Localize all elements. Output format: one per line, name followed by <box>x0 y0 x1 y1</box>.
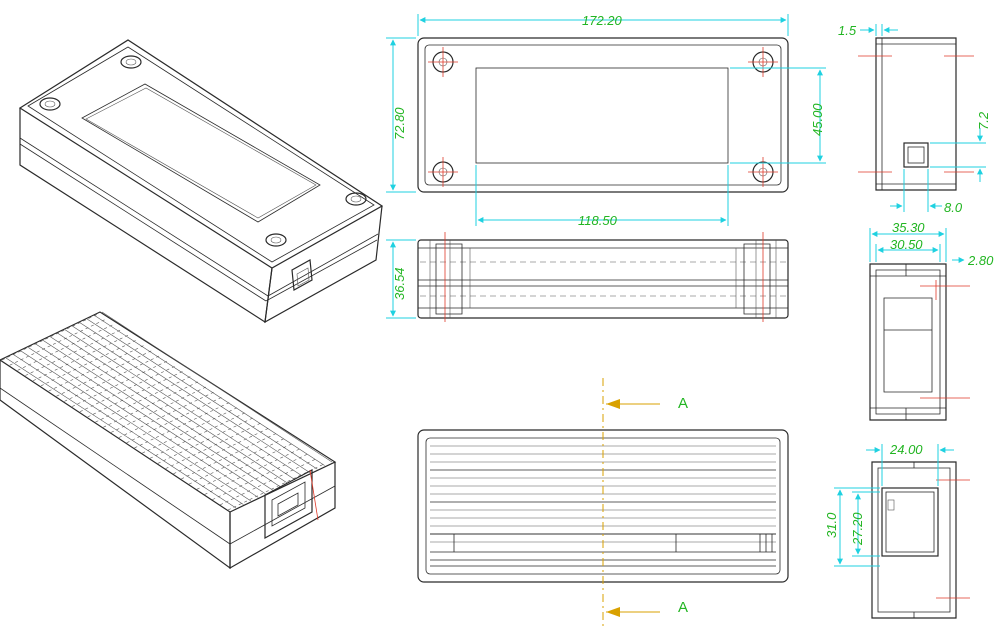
section-line-a: A A <box>602 378 688 628</box>
dim-port-end-width: 24.00 <box>889 442 923 457</box>
dim-end-wall: 2.80 <box>967 253 994 268</box>
section-label-top: A <box>678 395 688 412</box>
dim-window-width: 118.50 <box>578 213 618 228</box>
dim-port-outer-h: 31.0 <box>824 512 839 538</box>
dim-port-width: 8.0 <box>944 200 963 215</box>
dim-port-height: 7.2 <box>976 111 991 130</box>
side-view-top: 1.5 7.2 8.0 <box>838 23 991 215</box>
dim-port-inner-h: 27.20 <box>850 512 865 546</box>
dim-side-offset: 1.5 <box>838 23 857 38</box>
port-end-view: 24.00 31.0 27.20 <box>824 442 970 619</box>
dim-front-height: 36.54 <box>392 267 407 300</box>
section-label-bottom: A <box>678 599 688 616</box>
dim-end-outer: 35.30 <box>892 220 925 235</box>
dim-window-height: 45.00 <box>810 103 825 136</box>
top-view: 172.20 72.80 45.00 118.50 <box>386 13 826 228</box>
dim-height: 72.80 <box>392 107 407 140</box>
end-section-view: 35.30 30.50 2.80 <box>869 220 994 421</box>
isometric-view-smooth <box>18 39 384 324</box>
dim-end-inner: 30.50 <box>890 237 923 252</box>
isometric-view-ribbed <box>0 311 337 570</box>
dim-length: 172.20 <box>582 13 623 28</box>
front-view: 36.54 <box>386 232 789 322</box>
